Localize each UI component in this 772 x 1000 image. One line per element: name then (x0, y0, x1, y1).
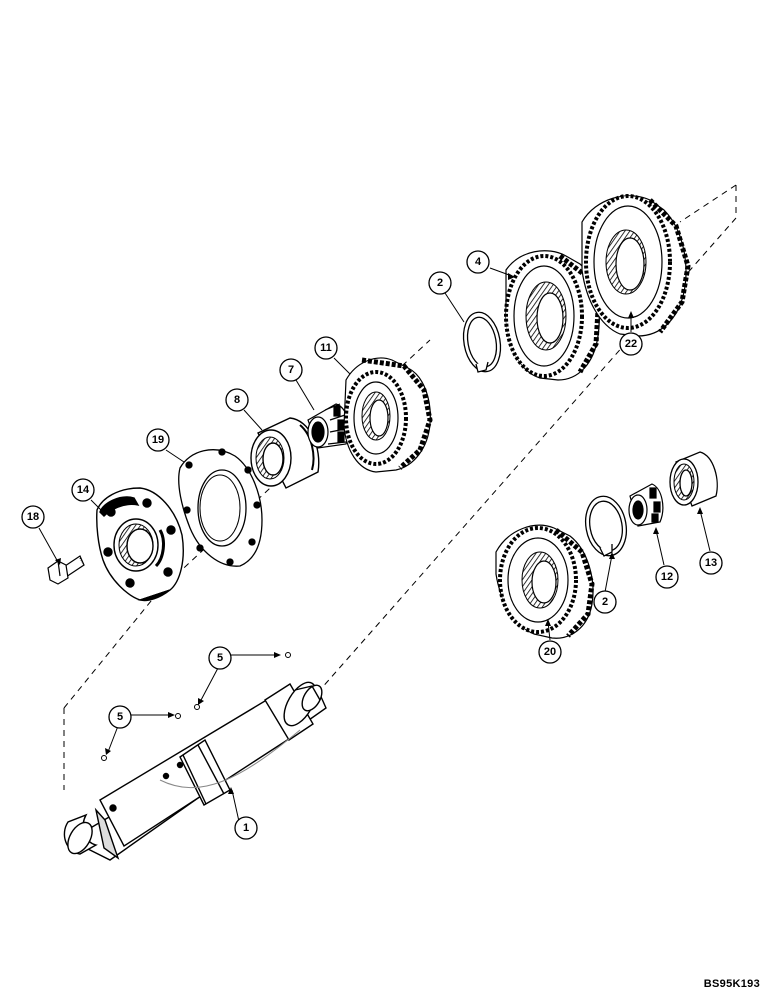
callout-11: 11 (314, 336, 338, 360)
callout-19: 19 (146, 428, 170, 452)
bolt-part-18 (47, 555, 85, 585)
callout-5-upper: 5 (208, 646, 232, 670)
bearing-cone-part-12 (628, 483, 664, 527)
svg-text:14: 14 (77, 484, 90, 496)
gear-part-11 (343, 357, 433, 473)
callout-2-upper: 2 (428, 271, 452, 295)
snap-ring-part-2-lower (584, 495, 628, 557)
callout-14: 14 (71, 478, 95, 502)
callout-7: 7 (279, 358, 303, 382)
leader-lines (38, 267, 711, 827)
svg-text:2: 2 (437, 277, 443, 289)
callout-13: 13 (699, 551, 723, 575)
svg-text:20: 20 (544, 646, 556, 658)
svg-text:5: 5 (217, 652, 223, 664)
callout-8: 8 (225, 388, 249, 412)
bearing-cup-part-13 (669, 451, 718, 507)
svg-text:2: 2 (602, 596, 608, 608)
svg-text:13: 13 (705, 557, 717, 569)
bearing-cup-part-8 (250, 417, 320, 489)
gear-part-4 (504, 250, 601, 381)
figure-reference-code: BS95K193 (703, 978, 760, 990)
callouts: 1 2 2 4 5 5 7 8 11 12 13 14 18 19 20 22 (21, 250, 723, 840)
svg-text:12: 12 (661, 571, 673, 583)
callout-4: 4 (466, 250, 490, 274)
svg-text:7: 7 (288, 364, 294, 376)
svg-text:4: 4 (475, 256, 482, 268)
callout-5-lower: 5 (108, 705, 132, 729)
callout-22: 22 (619, 332, 643, 356)
shaft-part-1 (63, 681, 327, 861)
ball-part-5 (101, 652, 291, 761)
callout-1: 1 (234, 816, 258, 840)
assembly-axis-lines (63, 184, 737, 790)
bearing-cone-part-7 (307, 403, 351, 449)
svg-text:11: 11 (320, 342, 332, 354)
svg-text:18: 18 (27, 511, 39, 523)
callout-2-lower: 2 (593, 590, 617, 614)
svg-text:19: 19 (152, 434, 164, 446)
callout-20: 20 (538, 640, 562, 664)
leader-arrowheads (55, 273, 703, 794)
bearing-retainer-part-14 (96, 487, 184, 602)
gasket-part-19 (178, 448, 263, 567)
gear-part-20 (495, 524, 595, 639)
svg-text:5: 5 (117, 711, 123, 723)
callout-18: 18 (21, 505, 45, 529)
svg-text:22: 22 (625, 338, 637, 350)
callout-12: 12 (655, 565, 679, 589)
svg-text:1: 1 (243, 822, 249, 834)
svg-text:8: 8 (234, 394, 240, 406)
gear-part-22 (581, 194, 691, 337)
snap-ring-part-2-upper (462, 311, 502, 373)
